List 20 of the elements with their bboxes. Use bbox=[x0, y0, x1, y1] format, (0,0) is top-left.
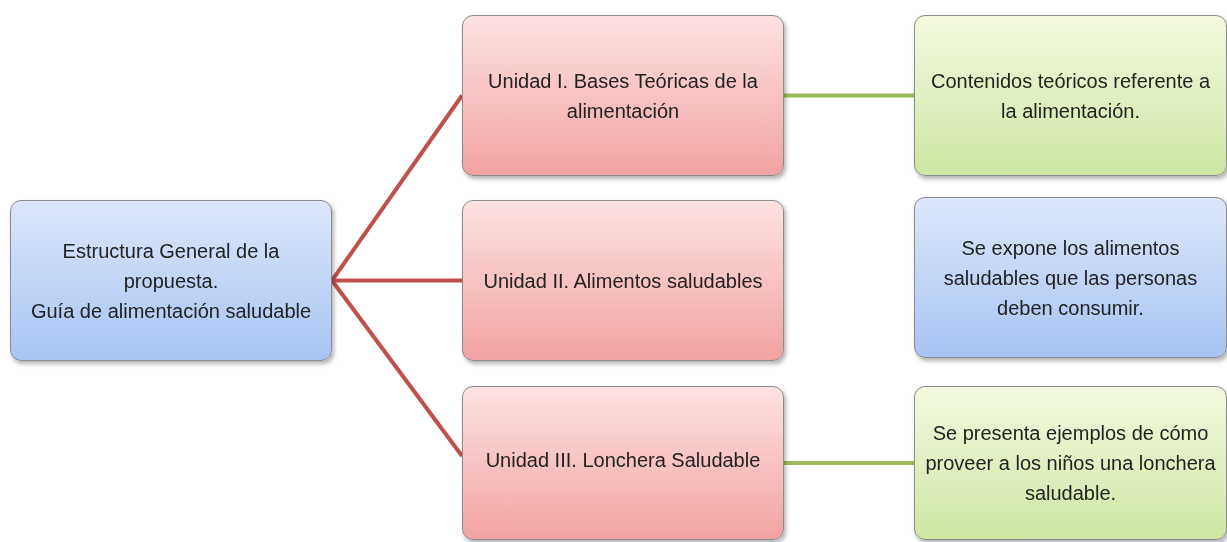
connector-line bbox=[332, 278, 462, 283]
connector-line bbox=[784, 93, 914, 98]
connector-line bbox=[330, 94, 464, 282]
box-text: Unidad I. Bases Teóricas de la alimentación bbox=[487, 68, 759, 124]
box-text: Se expone los alimentos saludables que las personas deben consumir. bbox=[942, 235, 1199, 321]
text-box bbox=[462, 386, 784, 540]
box-text: Unidad II. Alimentos saludables bbox=[483, 268, 763, 294]
text-box bbox=[914, 386, 1227, 540]
text-box bbox=[462, 200, 784, 361]
box-text: Se presenta ejemplos de cómo proveer a los niños una lonchera saludable. bbox=[925, 421, 1216, 506]
text-box bbox=[462, 15, 784, 176]
box-text: Unidad III. Lonchera Saludable bbox=[485, 448, 761, 473]
connector-line bbox=[330, 279, 464, 458]
connector-line bbox=[784, 461, 914, 465]
box-text: Guía de alimentación saludable bbox=[30, 298, 312, 324]
text-box bbox=[10, 200, 332, 361]
box-text: Contenidos teóricos referente a la alimentación. bbox=[929, 68, 1212, 124]
text-box bbox=[914, 197, 1227, 358]
text-box bbox=[914, 15, 1227, 176]
box-text: Estructura General de la propuesta. bbox=[61, 238, 281, 294]
